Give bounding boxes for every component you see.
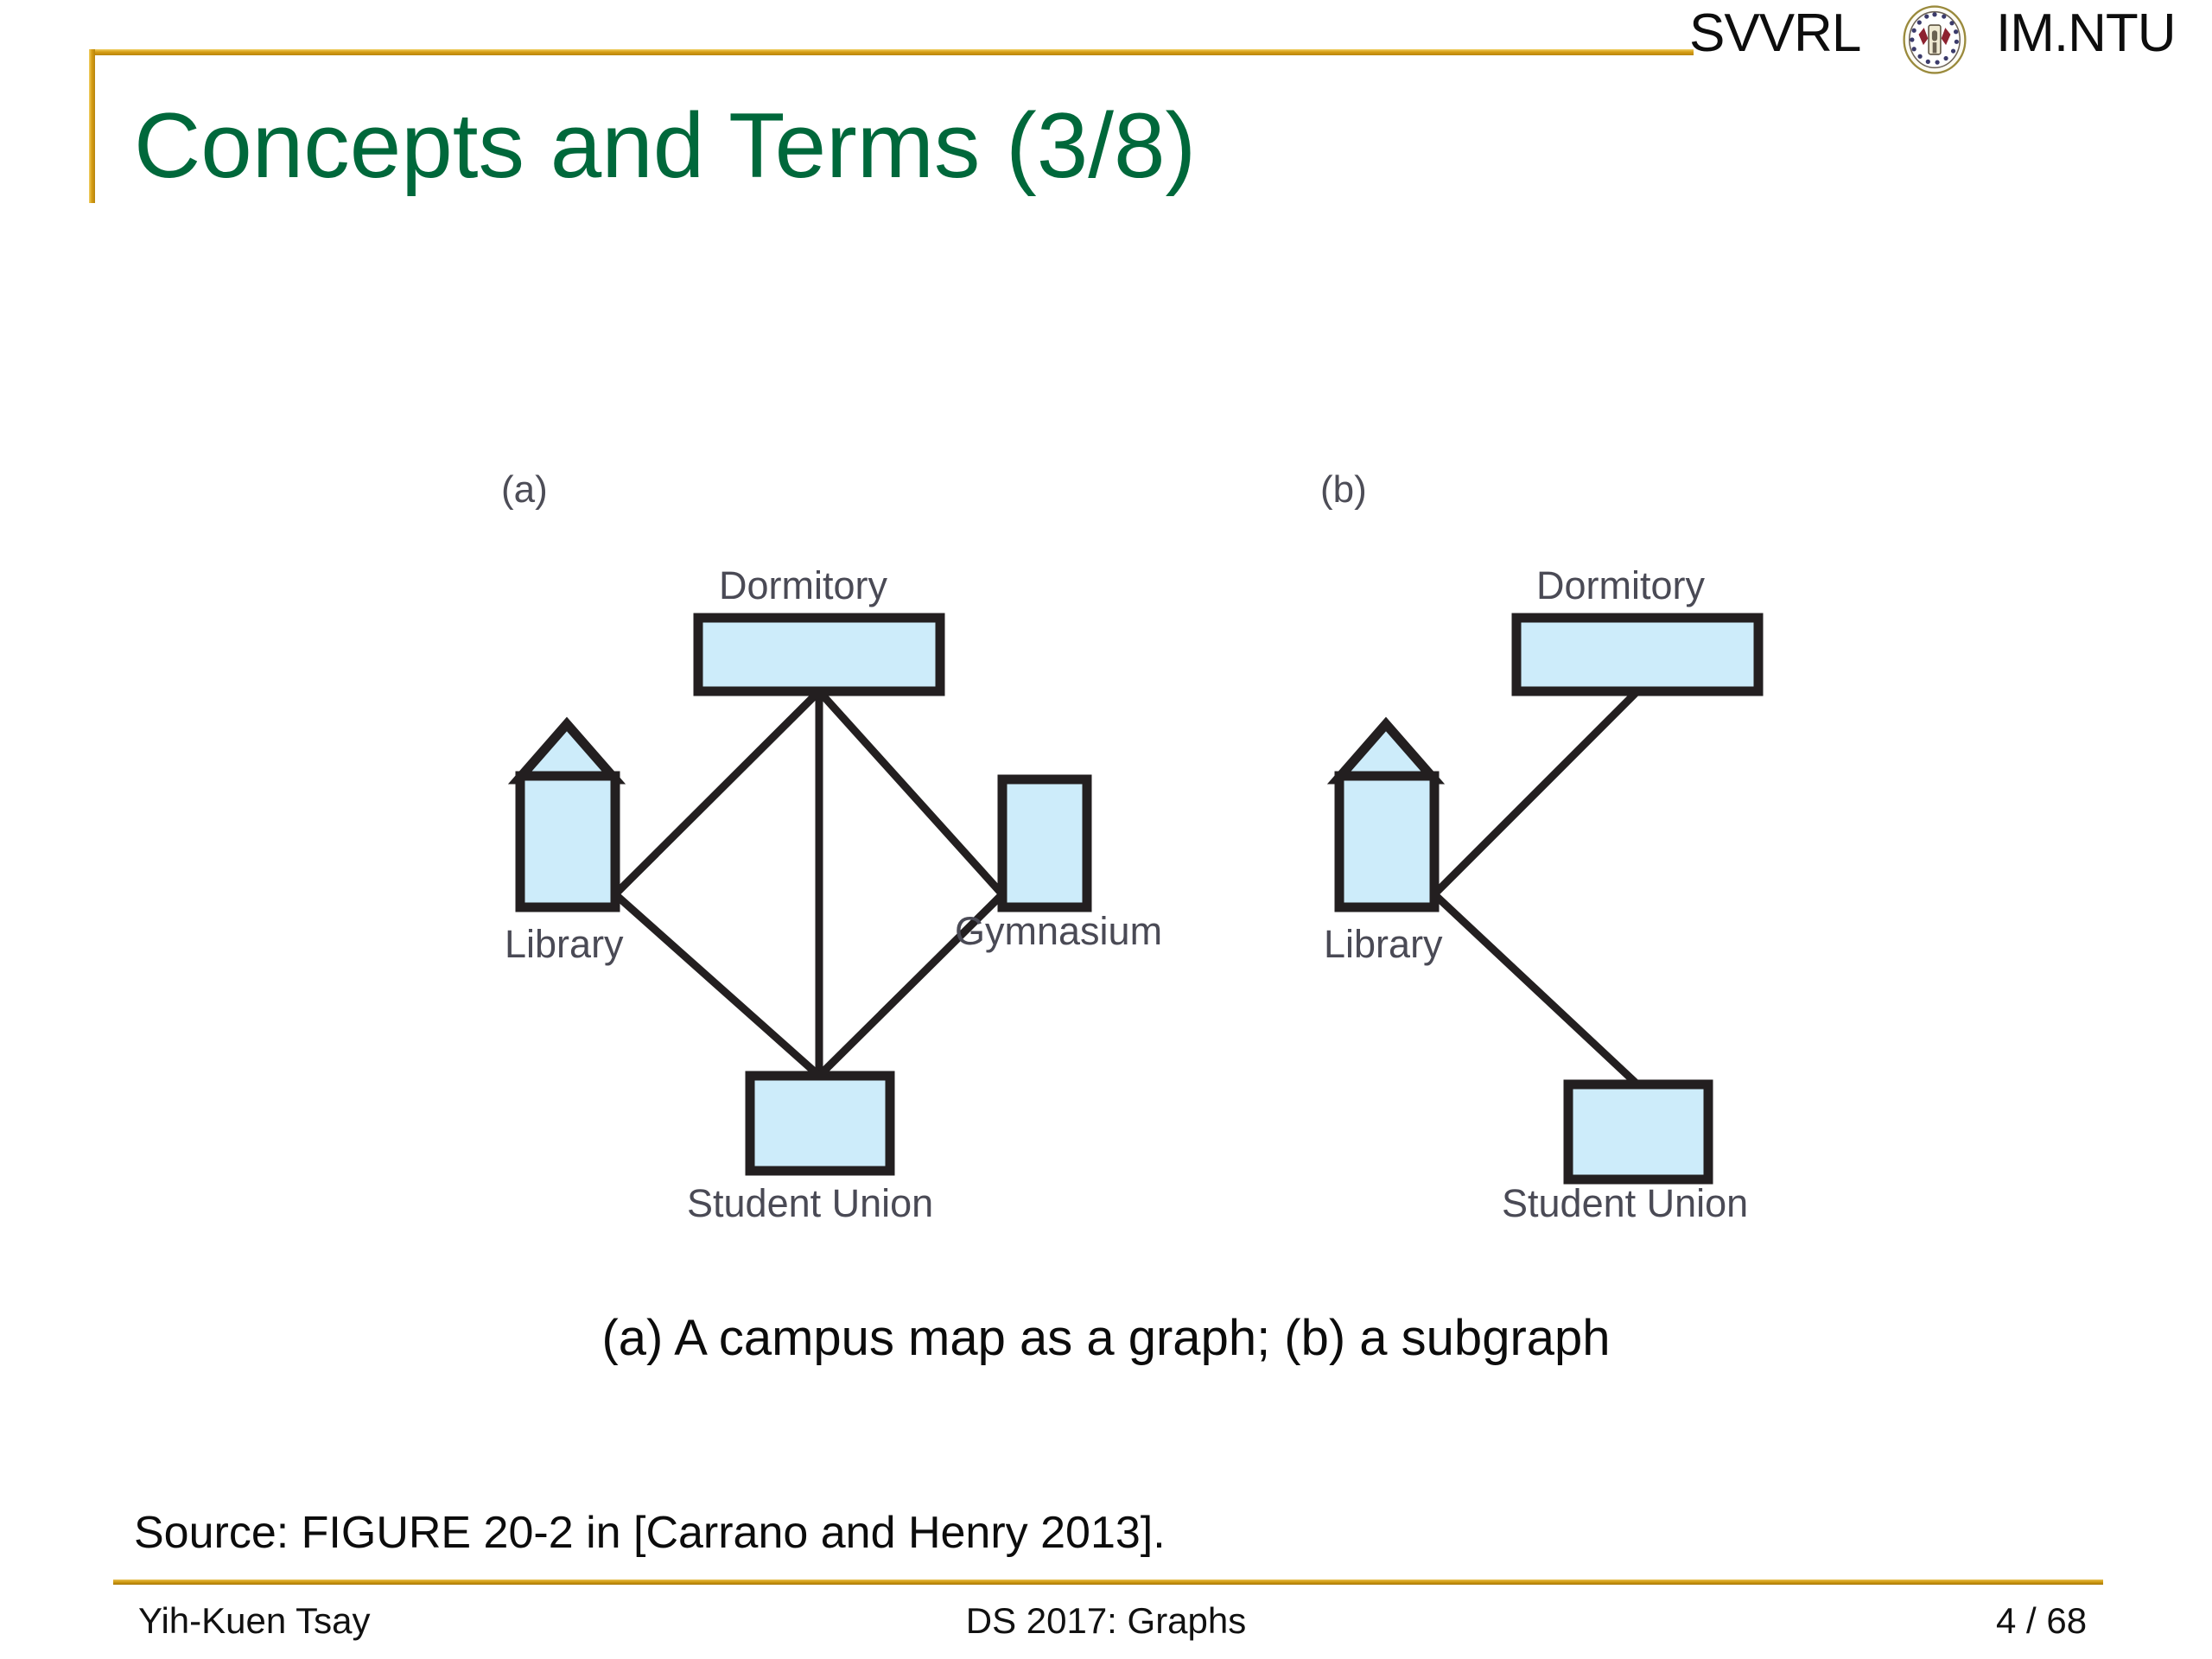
panel-label-a: (a) <box>501 468 548 511</box>
edge-a-library-student-union <box>613 891 822 1079</box>
edge-a-dormitory-gymnasium <box>816 688 1006 898</box>
figure-campus-graphs: (a) (b) Dormitory Li <box>0 406 2212 1270</box>
ntu-seal-icon <box>1903 5 1967 74</box>
node-label-b-dormitory: Dormitory <box>1536 563 1706 607</box>
footer-author: Yih-Kuen Tsay <box>138 1600 371 1641</box>
panel-label-b: (b) <box>1320 468 1367 511</box>
edge-a-dormitory-library <box>612 688 823 898</box>
node-b-library <box>1326 716 1446 912</box>
graph-canvas <box>507 613 1764 1185</box>
node-label-a-gymnasium: Gymnasium <box>955 909 1163 953</box>
node-label-b-library: Library <box>1324 922 1443 966</box>
brand-imntu: IM.NTU <box>1996 3 2177 63</box>
edge-b-library-student-union <box>1431 891 1641 1088</box>
node-label-a-student-union: Student Union <box>687 1181 934 1225</box>
node-a-student-union <box>745 1071 895 1176</box>
edge-b-library-dormitory <box>1431 688 1641 898</box>
slide-header: SVVRL IM.NTU <box>0 0 2212 91</box>
page-title: Concepts and Terms (3/8) <box>134 93 1197 197</box>
node-a-gymnasium <box>997 774 1092 912</box>
header-gold-rule <box>89 49 1694 55</box>
brand-svvrl: SVVRL <box>1689 3 1861 63</box>
node-b-dormitory <box>1511 613 1764 696</box>
node-label-a-dormitory: Dormitory <box>719 563 888 607</box>
node-b-student-union <box>1563 1079 1713 1185</box>
node-a-dormitory <box>693 613 945 696</box>
source-citation: Source: FIGURE 20-2 in [Carrano and Henr… <box>134 1508 1166 1558</box>
footer-course: DS 2017: Graphs <box>965 1600 1247 1641</box>
footer-gold-rule <box>113 1580 2103 1585</box>
node-a-library <box>507 716 626 912</box>
title-gold-accent <box>89 49 95 203</box>
edge-a-gymnasium-student-union <box>816 891 1006 1079</box>
footer-page-number: 4 / 68 <box>1996 1600 2088 1641</box>
node-label-a-library: Library <box>505 922 624 966</box>
figure-caption: (a) A campus map as a graph; (b) a subgr… <box>601 1310 1611 1366</box>
node-label-b-student-union: Student Union <box>1502 1181 1749 1225</box>
